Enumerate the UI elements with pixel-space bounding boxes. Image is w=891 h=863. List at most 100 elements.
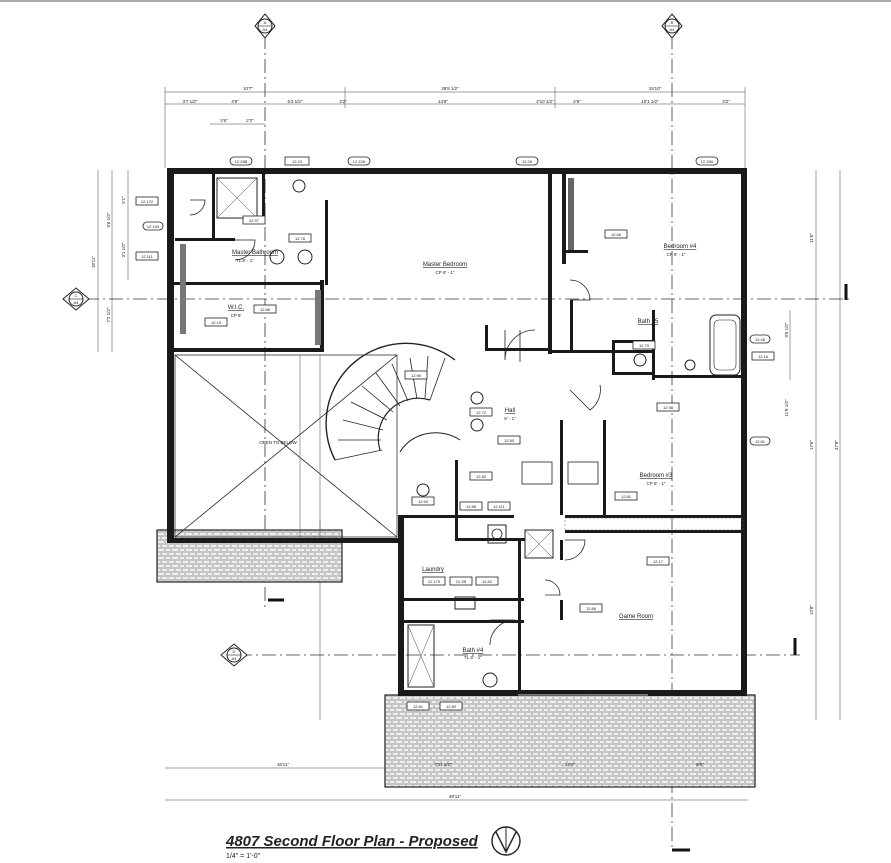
svg-text:12.172: 12.172: [141, 199, 154, 204]
svg-text:12.72: 12.72: [476, 410, 487, 415]
door-swings: [189, 199, 601, 646]
svg-text:12'8": 12'8": [809, 605, 814, 615]
room-bath-5: Bath #5: [638, 319, 659, 325]
svg-text:12.2B: 12.2B: [456, 579, 467, 584]
room-master-bedroom-ceiling: CP 8' - 1": [436, 270, 455, 275]
dimension-text-left: 18'11" 7'2 1/2" 9'6 1/2" 3'1 1/2" 5'1": [91, 196, 126, 323]
room-bedroom-3: Bedroom #3: [640, 473, 673, 479]
room-wic: W.I.C.: [228, 305, 245, 311]
room-labels: Master Bedroom CP 8' - 1" Master Bathroo…: [228, 244, 697, 660]
room-hall-ceiling: 8' - 1": [504, 416, 516, 421]
section-marker-d: D A4: [220, 643, 248, 667]
svg-text:12.163: 12.163: [147, 224, 160, 229]
svg-text:12.82: 12.82: [482, 579, 493, 584]
svg-text:11'8 1/2": 11'8 1/2": [784, 399, 789, 417]
svg-text:12.82: 12.82: [476, 474, 487, 479]
svg-text:47'8": 47'8": [834, 440, 839, 450]
svg-text:15'10": 15'10": [649, 86, 662, 91]
svg-text:12.80: 12.80: [446, 704, 457, 709]
svg-text:12.86: 12.86: [586, 606, 597, 611]
room-wic-ceiling: CP 8': [231, 313, 242, 318]
svg-text:12.88: 12.88: [466, 504, 477, 509]
room-master-bathroom-ceiling: TL 8' - 1": [236, 258, 254, 263]
svg-text:12.111: 12.111: [493, 504, 505, 509]
svg-text:2'6": 2'6": [220, 118, 228, 123]
svg-text:12.16: 12.16: [758, 354, 769, 359]
svg-text:12.19: 12.19: [211, 320, 222, 325]
svg-text:10'1 1/2": 10'1 1/2": [641, 99, 659, 104]
dimension-text-bottom: 16'11" 7'11 1/2" 12'1" 8'6" 48'11": [277, 762, 704, 799]
section-marker-a-id: A: [264, 20, 267, 25]
svg-text:11'6": 11'6": [809, 233, 814, 243]
section-marker-b-sheet: A4: [670, 27, 676, 32]
svg-text:7'2 1/2": 7'2 1/2": [106, 307, 111, 322]
section-marker-c-id: C: [75, 293, 78, 298]
drawing-title-block: 4807 Second Floor Plan - Proposed 1/4" =…: [225, 826, 521, 860]
svg-text:2'8": 2'8": [573, 99, 581, 104]
svg-text:12.97: 12.97: [249, 218, 260, 223]
svg-text:12.22A: 12.22A: [353, 159, 366, 164]
svg-text:5'1": 5'1": [121, 196, 126, 204]
svg-text:3'1 1/2": 3'1 1/2": [121, 242, 126, 257]
room-bath-4: Bath #4: [463, 648, 484, 654]
interior-walls: [172, 174, 745, 692]
svg-text:12.70: 12.70: [639, 343, 650, 348]
svg-text:12.81: 12.81: [413, 704, 424, 709]
spiral-staircase: [325, 342, 461, 461]
svg-text:14'8": 14'8": [438, 99, 448, 104]
svg-text:12.23: 12.23: [292, 159, 303, 164]
section-marker-d-id: D: [233, 649, 236, 654]
svg-text:12.45: 12.45: [755, 337, 766, 342]
north-arrow-icon: [491, 826, 521, 856]
svg-text:12.28A: 12.28A: [701, 159, 714, 164]
exterior-walls: [167, 168, 747, 696]
section-marker-c-sheet: A4: [74, 300, 80, 305]
svg-text:12.28B: 12.28B: [235, 159, 248, 164]
window-tags: 12.28B 12.23 12.22A 12.26 12.28A 12.172 …: [135, 156, 775, 711]
stone-veneer-left: [156, 529, 343, 583]
section-marker-c: C A4: [62, 287, 90, 311]
room-open-to-below: OPEN TO BELOW: [259, 440, 297, 445]
svg-text:16'11": 16'11": [277, 762, 290, 767]
svg-text:12.66: 12.66: [611, 232, 622, 237]
svg-text:12.98: 12.98: [663, 405, 674, 410]
svg-text:9'6 1/2": 9'6 1/2": [106, 212, 111, 227]
section-marker-b: B A4: [661, 13, 683, 39]
room-laundry: Laundry: [422, 567, 444, 573]
room-bedroom-4-ceiling: CP 8' - 1": [667, 252, 686, 257]
svg-text:3'2": 3'2": [339, 99, 347, 104]
svg-text:12.86: 12.86: [260, 307, 271, 312]
svg-text:48'11": 48'11": [449, 794, 462, 799]
svg-text:2'2": 2'2": [246, 118, 254, 123]
svg-text:12'1": 12'1": [565, 762, 575, 767]
svg-text:12.111: 12.111: [141, 254, 153, 259]
svg-text:9'6 1/2": 9'6 1/2": [784, 322, 789, 337]
svg-text:12.78: 12.78: [295, 236, 306, 241]
svg-text:7'11 1/2": 7'11 1/2": [434, 762, 452, 767]
svg-text:12.17: 12.17: [653, 559, 664, 564]
svg-text:10'7": 10'7": [243, 86, 253, 91]
section-marker-a-sheet: A4: [263, 27, 269, 32]
room-hall: Hall: [505, 408, 515, 414]
svg-text:8'6": 8'6": [696, 762, 704, 767]
room-master-bathroom: Master Bathroom: [232, 250, 278, 256]
svg-text:17'6": 17'6": [809, 440, 814, 450]
drawing-scale: 1/4" = 1'-0": [226, 853, 261, 860]
drawing-title: 4807 Second Floor Plan - Proposed: [225, 833, 479, 850]
closet-hatch: [180, 178, 744, 531]
open-to-below-area: [174, 354, 398, 538]
room-bedroom-3-ceiling: CP 8' - 1": [647, 481, 666, 486]
svg-text:12.26: 12.26: [522, 159, 533, 164]
dimension-text-top: 10'7" 39'8 1/2" 15'10" 3'7 1/2" 4'8" 6'3…: [183, 86, 731, 123]
section-marker-a: A A4: [254, 13, 276, 39]
section-marker-d-sheet: A4: [232, 656, 238, 661]
svg-text:3'7 1/2": 3'7 1/2": [183, 99, 198, 104]
svg-text:12.179: 12.179: [428, 579, 441, 584]
svg-text:4'8": 4'8": [231, 99, 239, 104]
svg-text:12.96: 12.96: [411, 373, 422, 378]
room-game-room: Game Room: [619, 614, 653, 620]
section-marker-b-id: B: [671, 20, 674, 25]
svg-text:6'3 1/2": 6'3 1/2": [288, 99, 303, 104]
svg-text:18'11": 18'11": [91, 256, 96, 269]
